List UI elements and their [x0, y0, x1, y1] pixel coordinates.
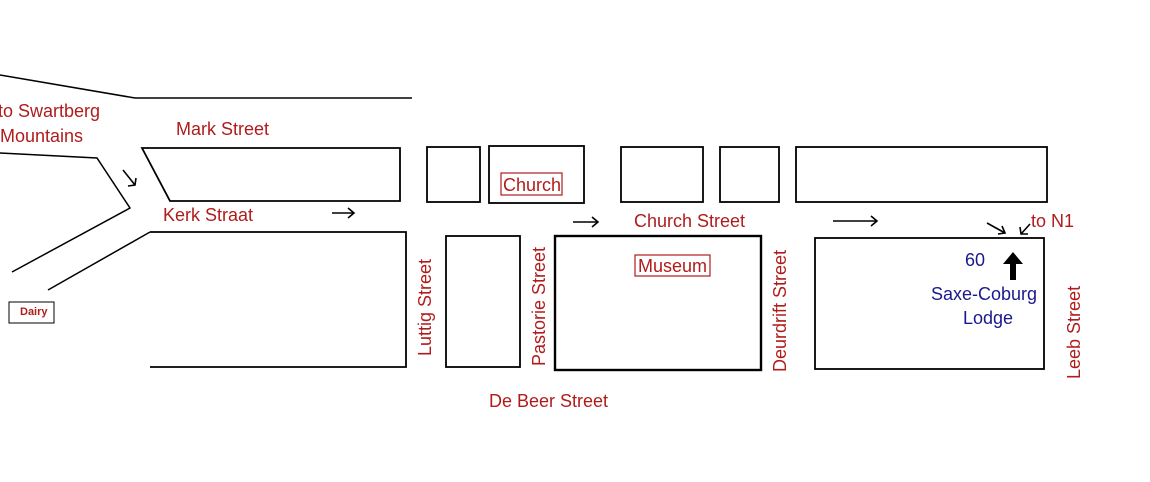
- de-beer-street-label: De Beer Street: [489, 391, 608, 411]
- block-museum: [553, 234, 763, 372]
- museum-label-box: [634, 254, 711, 277]
- up-arrow-icon: [1003, 252, 1023, 280]
- arrow-right-icon: [332, 207, 356, 219]
- to-n1-label: to N1: [1031, 211, 1074, 231]
- arrow-down-right-icon: [986, 222, 1007, 235]
- block-lodge: [814, 237, 1045, 370]
- arrow-down-right-icon: [122, 169, 137, 187]
- dairy-label: Dairy: [20, 306, 48, 318]
- mountains-label: Mountains: [0, 126, 83, 146]
- arrow-down-left-icon: [1019, 223, 1031, 235]
- block-mark-kerk: [140, 147, 401, 202]
- lodge-number-label: 60: [965, 250, 985, 270]
- road-edge-mountains: [0, 152, 132, 273]
- block-small-1: [426, 146, 481, 203]
- direction-arrows: [122, 169, 1031, 235]
- block-5: [795, 146, 1048, 203]
- block-church: [488, 145, 585, 204]
- blocks: [140, 145, 1048, 372]
- block-4: [719, 146, 780, 203]
- block-lower-left: [150, 231, 407, 368]
- leeb-street-label: Leeb Street: [1064, 286, 1084, 379]
- block-3: [620, 146, 704, 203]
- dairy-label-box: [8, 301, 55, 324]
- arrow-right-icon: [833, 215, 879, 227]
- mark-street-label: Mark Street: [176, 119, 269, 139]
- church-street-label: Church Street: [634, 211, 745, 231]
- church-label-box: [500, 172, 563, 196]
- to-swartberg-label: to Swartberg: [0, 101, 100, 121]
- pastorie-street-label: Pastorie Street: [529, 247, 549, 366]
- kerk-straat-label: Kerk Straat: [163, 205, 253, 225]
- road-edge-lower-left: [47, 231, 151, 291]
- luttig-street-label: Luttig Street: [415, 259, 435, 356]
- arrow-right-icon: [573, 216, 600, 228]
- road-edge-top-left: [0, 74, 136, 99]
- deurdrift-street-label: Deurdrift Street: [770, 250, 790, 372]
- block-luttig-pastorie: [445, 235, 521, 368]
- lodge-name-line2: Lodge: [963, 308, 1013, 328]
- lodge-name-line1: Saxe-Coburg: [931, 284, 1037, 304]
- church-label: Church: [503, 175, 561, 195]
- road-lines: [0, 74, 412, 291]
- museum-label: Museum: [638, 256, 707, 276]
